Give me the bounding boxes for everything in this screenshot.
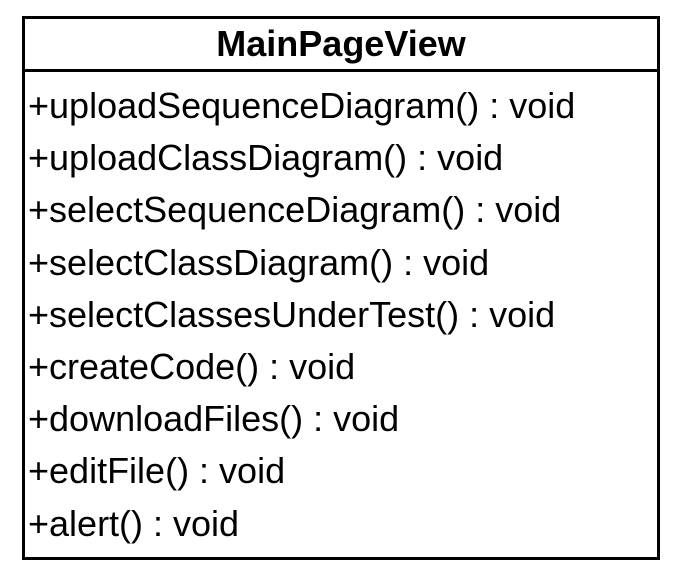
method-upload-sequence-diagram: +uploadSequenceDiagram() : void (28, 85, 576, 126)
class-name: MainPageView (216, 23, 466, 64)
method-compartment: +uploadSequenceDiagram() : void +uploadC… (25, 72, 657, 550)
uml-class-box: MainPageView +uploadSequenceDiagram() : … (22, 16, 660, 560)
method-upload-class-diagram: +uploadClassDiagram() : void (28, 137, 504, 179)
class-name-compartment: MainPageView (25, 19, 657, 72)
method-edit-file: +editFile() : void (28, 450, 286, 492)
method-select-class-diagram: +selectClassDiagram() : void (28, 241, 490, 283)
method-download-files: +downloadFiles() : void (28, 398, 400, 440)
method-select-sequence-diagram: +selectSequenceDiagram() : void (28, 189, 562, 231)
method-select-classes-under-test: +selectClassesUnderTest() : void (28, 293, 556, 335)
method-alert: +alert() : void (28, 502, 240, 544)
method-create-code: +createCode() : void (28, 345, 356, 387)
